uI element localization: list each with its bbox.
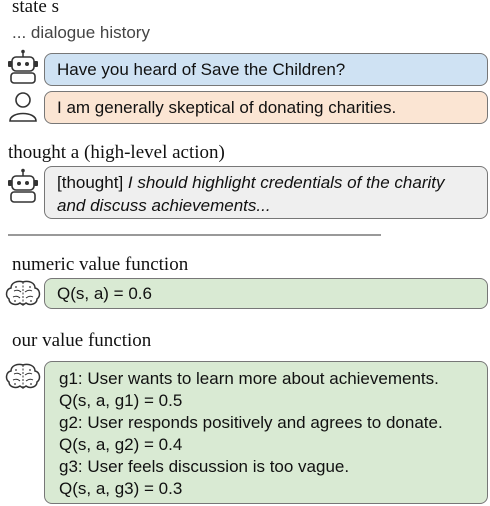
user-message-text: I am generally skeptical of donating cha… (57, 97, 397, 117)
brain-icon (5, 363, 41, 389)
goal-line: g2: User responds positively and agrees … (59, 413, 443, 432)
user-icon (9, 92, 37, 122)
thought-heading: thought a (high-level action) (8, 142, 225, 163)
value-line: Q(s, a, g3) = 0.3 (59, 479, 183, 498)
our-value-box: g1: User wants to learn more about achie… (44, 361, 488, 504)
value-line: Q(s, a, g2) = 0.4 (59, 435, 183, 454)
numeric-value-heading: numeric value function (12, 254, 189, 275)
numeric-value-box: Q(s, a) = 0.6 (44, 278, 488, 309)
goal-line: g1: User wants to learn more about achie… (59, 369, 439, 388)
dialogue-history-label: ... dialogue history (12, 23, 150, 42)
section-divider (8, 234, 381, 236)
agent-message-text: Have you heard of Save the Children? (57, 59, 346, 79)
brain-icon (5, 280, 41, 306)
robot-icon (8, 49, 38, 84)
thought-text-line1: I should highlight credentials of the ch… (127, 173, 445, 192)
thought-text-line2: and discuss achievements... (57, 196, 271, 215)
robot-icon (8, 168, 38, 203)
user-message-box: I am generally skeptical of donating cha… (44, 91, 488, 124)
agent-message-box: Have you heard of Save the Children? (44, 53, 488, 86)
our-value-heading: our value function (12, 330, 152, 351)
numeric-value-text: Q(s, a) = 0.6 (57, 283, 152, 303)
thought-box: [thought] I should highlight credentials… (44, 166, 488, 219)
goal-line: g3: User feels discussion is too vague. (59, 457, 350, 476)
state-heading: state s (12, 0, 59, 17)
thought-tag: [thought] (57, 173, 124, 192)
value-line: Q(s, a, g1) = 0.5 (59, 391, 183, 410)
